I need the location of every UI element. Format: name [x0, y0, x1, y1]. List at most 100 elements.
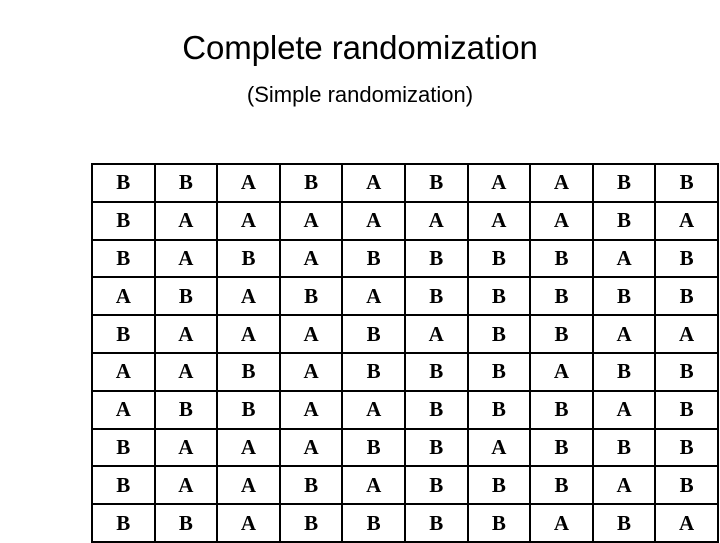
- table-cell: B: [466, 389, 532, 430]
- table-cell: B: [216, 351, 281, 392]
- table-cell: B: [278, 163, 344, 203]
- table-cell: A: [466, 163, 532, 203]
- table-cell: B: [278, 276, 344, 317]
- table-cell: B: [654, 276, 719, 317]
- table-cell: A: [278, 427, 344, 468]
- table-cell: A: [153, 351, 219, 392]
- table-cell: B: [591, 427, 657, 468]
- table-cell: B: [466, 314, 532, 354]
- table-cell: B: [529, 238, 594, 279]
- table-cell: B: [529, 465, 594, 506]
- table-cell: B: [529, 276, 594, 317]
- table-cell: B: [403, 351, 469, 392]
- table-cell: A: [153, 200, 219, 241]
- table-cell: A: [591, 238, 657, 279]
- table-cell: A: [403, 314, 469, 354]
- table-cell: A: [278, 200, 344, 241]
- table-cell: B: [153, 389, 219, 430]
- table-cell: A: [216, 465, 281, 506]
- table-cell: A: [216, 163, 281, 203]
- table-cell: A: [529, 163, 594, 203]
- table-cell: B: [216, 238, 281, 279]
- table-cell: B: [91, 465, 156, 506]
- table-cell: A: [216, 503, 281, 543]
- table-cell: A: [591, 389, 657, 430]
- table-cell: A: [153, 238, 219, 279]
- table-cell: B: [153, 276, 219, 317]
- table-cell: A: [341, 389, 406, 430]
- table-cell: B: [153, 503, 219, 543]
- table-cell: B: [403, 465, 469, 506]
- table-cell: A: [341, 200, 406, 241]
- table-cell: B: [91, 503, 156, 543]
- table-cell: A: [654, 503, 719, 543]
- table-cell: B: [403, 503, 469, 543]
- table-cell: A: [403, 200, 469, 241]
- table-cell: B: [529, 427, 594, 468]
- table-cell: A: [654, 200, 719, 241]
- table-cell: B: [91, 200, 156, 241]
- table-cell: B: [278, 503, 344, 543]
- table-cell: A: [341, 163, 406, 203]
- table-cell: B: [403, 238, 469, 279]
- table-cell: B: [403, 389, 469, 430]
- table-cell: B: [341, 238, 406, 279]
- table-cell: B: [466, 238, 532, 279]
- table-cell: A: [216, 276, 281, 317]
- table-cell: A: [153, 427, 219, 468]
- table-cell: A: [91, 389, 156, 430]
- table-cell: A: [278, 314, 344, 354]
- table-cell: A: [529, 503, 594, 543]
- table-cell: A: [341, 276, 406, 317]
- table-cell: A: [591, 314, 657, 354]
- table-cell: B: [91, 314, 156, 354]
- page-title: Complete randomization: [182, 29, 538, 66]
- table-cell: B: [466, 276, 532, 317]
- table-cell: B: [591, 351, 657, 392]
- page-subtitle: (Simple randomization): [246, 82, 474, 107]
- table-cell: B: [403, 163, 469, 203]
- table-cell: B: [91, 163, 156, 203]
- table-cell: B: [341, 503, 406, 543]
- table-cell: A: [654, 314, 719, 354]
- table-cell: B: [91, 238, 156, 279]
- table-cell: A: [153, 314, 219, 354]
- table-cell: B: [654, 163, 719, 203]
- table-cell: B: [278, 465, 344, 506]
- table-cell: A: [216, 200, 281, 241]
- table-cell: B: [91, 427, 156, 468]
- table-cell: B: [341, 427, 406, 468]
- table-cell: B: [403, 427, 469, 468]
- table-cell: B: [341, 351, 406, 392]
- table-cell: B: [341, 314, 406, 354]
- table-cell: B: [654, 465, 719, 506]
- table-cell: B: [654, 427, 719, 468]
- table-cell: B: [591, 200, 657, 241]
- table-cell: A: [278, 389, 344, 430]
- table-cell: B: [529, 389, 594, 430]
- table-cell: B: [591, 503, 657, 543]
- table-cell: B: [466, 503, 532, 543]
- table-cell: A: [529, 200, 594, 241]
- table-cell: B: [654, 389, 719, 430]
- table-cell: B: [591, 276, 657, 317]
- table-cell: B: [654, 351, 719, 392]
- table-cell: A: [529, 351, 594, 392]
- table-cell: B: [466, 351, 532, 392]
- table-cell: A: [341, 465, 406, 506]
- table-cell: A: [466, 427, 532, 468]
- table-cell: B: [216, 389, 281, 430]
- table-cell: A: [91, 351, 156, 392]
- table-cell: B: [466, 465, 532, 506]
- title-block: Complete randomization (Simple randomiza…: [0, 28, 720, 109]
